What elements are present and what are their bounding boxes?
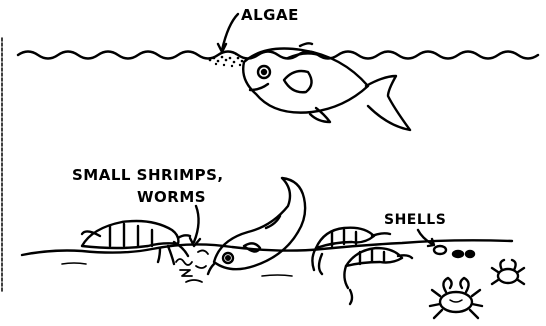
fish-icon bbox=[243, 43, 410, 130]
shell-icon bbox=[434, 246, 474, 257]
label-small-shrimps: SMALL SHRIMPS, bbox=[72, 168, 224, 183]
label-algae: ALGAE bbox=[241, 8, 299, 23]
label-worms: WORMS bbox=[137, 190, 206, 205]
worms-pointer-arrow bbox=[194, 206, 199, 242]
shrimp-icon bbox=[82, 221, 190, 264]
worm-icon bbox=[176, 250, 208, 282]
algae-specks bbox=[209, 53, 248, 67]
shrimp-icon bbox=[312, 228, 390, 274]
fish-icon bbox=[208, 178, 305, 274]
water-surface-line bbox=[18, 52, 538, 59]
label-shells: SHELLS bbox=[384, 213, 446, 227]
shrimp-icon bbox=[344, 248, 412, 304]
crab-icon bbox=[492, 260, 524, 284]
crab-icon bbox=[430, 278, 482, 318]
